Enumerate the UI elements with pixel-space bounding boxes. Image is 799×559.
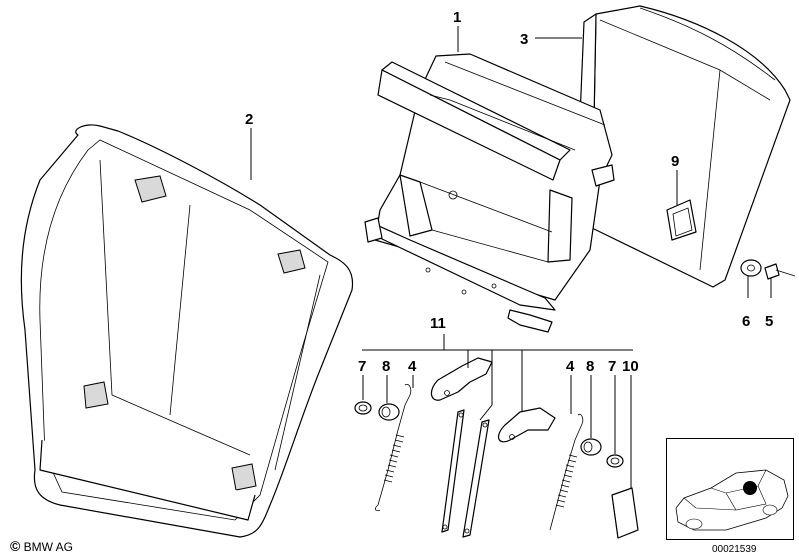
part-lever-left bbox=[430, 357, 493, 401]
copyright-symbol: © bbox=[10, 538, 21, 554]
callout-1: 1 bbox=[453, 9, 461, 26]
callout-2: 2 bbox=[245, 111, 253, 128]
callout-3: 3 bbox=[520, 31, 528, 48]
callout-6: 6 bbox=[742, 313, 750, 330]
part-spring-right bbox=[549, 413, 584, 531]
callout-10: 10 bbox=[622, 358, 639, 375]
callout-7-left: 7 bbox=[358, 358, 366, 375]
copyright: © BMW AG bbox=[10, 538, 73, 554]
callout-9: 9 bbox=[671, 153, 679, 170]
callout-4-left: 4 bbox=[408, 358, 417, 375]
callout-8-left: 8 bbox=[382, 358, 390, 375]
part-ring-left bbox=[354, 401, 372, 415]
part-screw bbox=[764, 263, 796, 280]
part-bracket bbox=[611, 487, 639, 539]
part-link-bar-right bbox=[462, 419, 490, 538]
part-link-bar-left bbox=[441, 409, 465, 533]
copyright-text: BMW AG bbox=[23, 540, 74, 554]
part-clip bbox=[666, 199, 697, 241]
leader-lines bbox=[250, 26, 772, 488]
part-bushing-right bbox=[580, 438, 602, 456]
part-bushing-left bbox=[378, 403, 400, 421]
callout-4-right: 4 bbox=[566, 358, 575, 375]
location-marker-icon bbox=[743, 481, 757, 495]
part-ring-right bbox=[606, 454, 624, 468]
part-backrest-shell bbox=[20, 124, 354, 538]
vehicle-location-inset bbox=[666, 438, 794, 540]
callout-11: 11 bbox=[430, 315, 446, 332]
callout-5: 5 bbox=[765, 313, 773, 330]
part-washer bbox=[740, 259, 762, 277]
callout-8-right: 8 bbox=[586, 358, 594, 375]
part-lever-right bbox=[497, 407, 556, 443]
callout-7-right: 7 bbox=[608, 358, 616, 375]
part-spring-left bbox=[375, 383, 412, 512]
part-backrest-frame bbox=[364, 53, 615, 333]
document-number: 00021539 bbox=[712, 544, 757, 555]
car-silhouette-icon bbox=[675, 469, 789, 531]
